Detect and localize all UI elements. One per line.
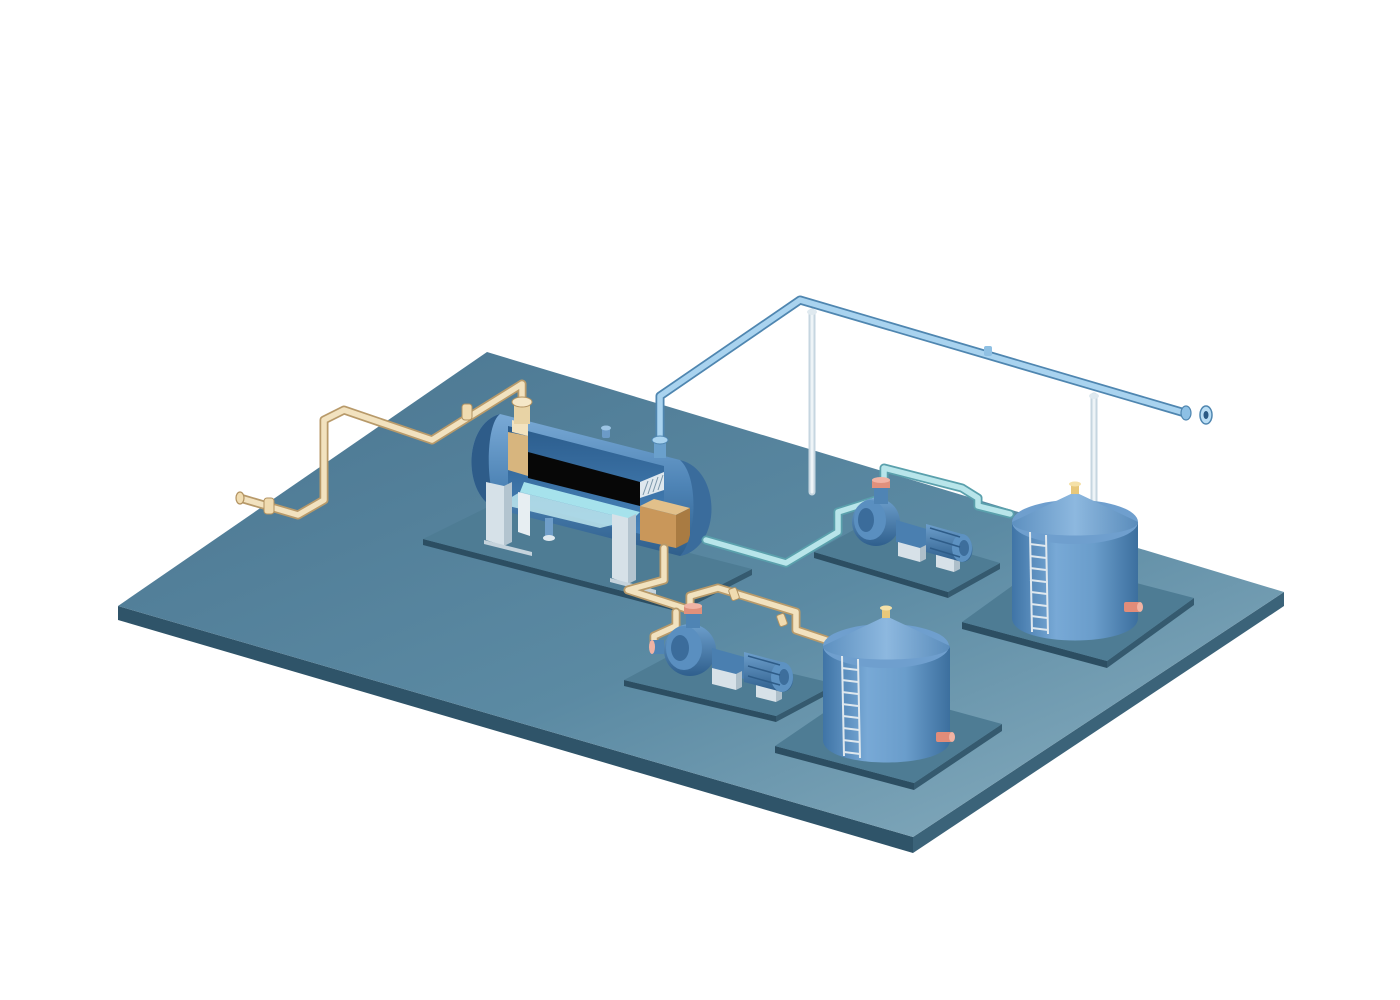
water-section xyxy=(520,482,640,520)
tank-front-roof xyxy=(823,616,950,660)
mist-extractor xyxy=(640,472,664,498)
tank-front-ladder xyxy=(841,655,861,759)
platform-side-right xyxy=(913,592,1284,853)
pump-front xyxy=(649,603,794,702)
oil-section xyxy=(528,452,640,506)
tank-front-shell xyxy=(823,646,950,763)
gas-outlet-pipe xyxy=(655,295,1190,510)
storage-tank-front xyxy=(823,605,955,763)
storage-tank-rear xyxy=(1012,481,1143,641)
platform-side-left xyxy=(118,606,913,853)
gas-outlet-flange xyxy=(1180,405,1213,425)
tank-rear-shell xyxy=(1012,522,1138,641)
inlet-diverter xyxy=(508,432,528,476)
tank-rear-roof xyxy=(1012,492,1138,536)
pump-rear xyxy=(852,477,973,572)
tank-rear-ladder xyxy=(1029,531,1049,635)
weir-box xyxy=(640,499,690,548)
three-phase-separator xyxy=(471,396,712,594)
inlet-pipe xyxy=(235,379,527,520)
inlet-flange xyxy=(235,403,473,515)
water-outlet-pipe xyxy=(701,463,1015,568)
separator-saddle-left xyxy=(484,482,532,556)
